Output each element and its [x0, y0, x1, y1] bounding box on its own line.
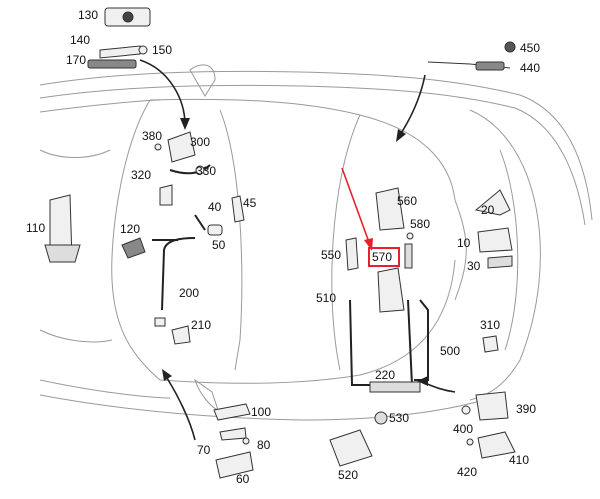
part-label-70: 70	[197, 443, 211, 457]
part-label-380: 380	[142, 129, 163, 143]
part-label-450: 450	[520, 41, 541, 55]
part-label-170: 170	[66, 53, 87, 67]
car-body-outline	[39, 64, 593, 421]
part-label-320: 320	[131, 168, 152, 182]
part-label-530: 530	[389, 411, 410, 425]
part-label-210: 210	[191, 318, 212, 332]
part-label-580: 580	[410, 217, 431, 231]
part-label-330: 330	[196, 164, 217, 178]
part-label-440: 440	[520, 61, 541, 75]
part-label-410: 410	[509, 453, 530, 467]
highlight-arrow	[341, 167, 373, 251]
part-label-50: 50	[212, 238, 226, 252]
part-label-300: 300	[190, 135, 211, 149]
part-label-100: 100	[251, 405, 272, 419]
part-label-500: 500	[440, 344, 461, 358]
part-label-130: 130	[78, 8, 99, 22]
part-sketches	[44, 7, 516, 479]
part-label-140: 140	[70, 33, 91, 47]
part-label-150: 150	[152, 43, 173, 57]
part-label-20: 20	[481, 203, 495, 217]
part-label-110: 110	[26, 221, 46, 235]
part-label-390: 390	[516, 402, 537, 416]
part-label-570: 570	[372, 250, 393, 264]
part-label-200: 200	[179, 286, 200, 300]
part-label-550: 550	[321, 248, 342, 262]
part-label-420: 420	[457, 465, 478, 479]
part-label-60: 60	[236, 472, 250, 486]
part-label-40: 40	[208, 200, 222, 214]
part-label-120: 120	[120, 222, 141, 236]
part-label-30: 30	[467, 259, 481, 273]
part-label-510: 510	[316, 291, 337, 305]
part-label-310: 310	[480, 318, 501, 332]
part-label-560: 560	[397, 194, 418, 208]
part-label-520: 520	[338, 468, 359, 482]
part-label-80: 80	[257, 438, 271, 452]
part-label-45: 45	[243, 196, 257, 210]
part-570-highlight-box	[368, 247, 400, 267]
part-label-400: 400	[453, 422, 474, 436]
part-label-10: 10	[457, 236, 471, 250]
part-label-220: 220	[375, 368, 396, 382]
